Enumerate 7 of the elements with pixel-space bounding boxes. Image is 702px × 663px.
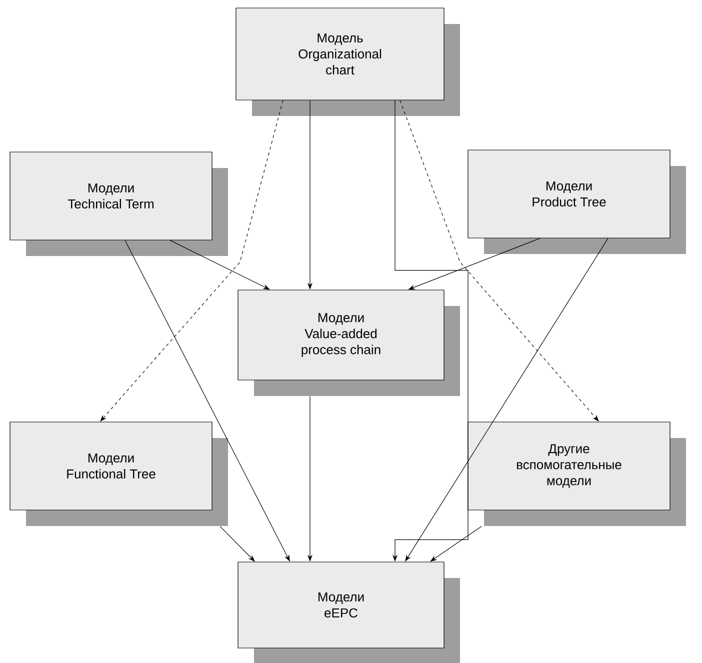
process-box: Модели Value-added process chain xyxy=(238,290,460,396)
process-box: Модели Product Tree xyxy=(468,150,686,254)
process-box: Модели Technical Term xyxy=(10,152,228,256)
process-box: Модели eEPC xyxy=(238,562,460,663)
process-box: Модели Functional Tree xyxy=(10,422,228,526)
process-box: Другие вспомогательные модели xyxy=(468,422,686,526)
process-box: Модель Organizational chart xyxy=(236,8,460,116)
